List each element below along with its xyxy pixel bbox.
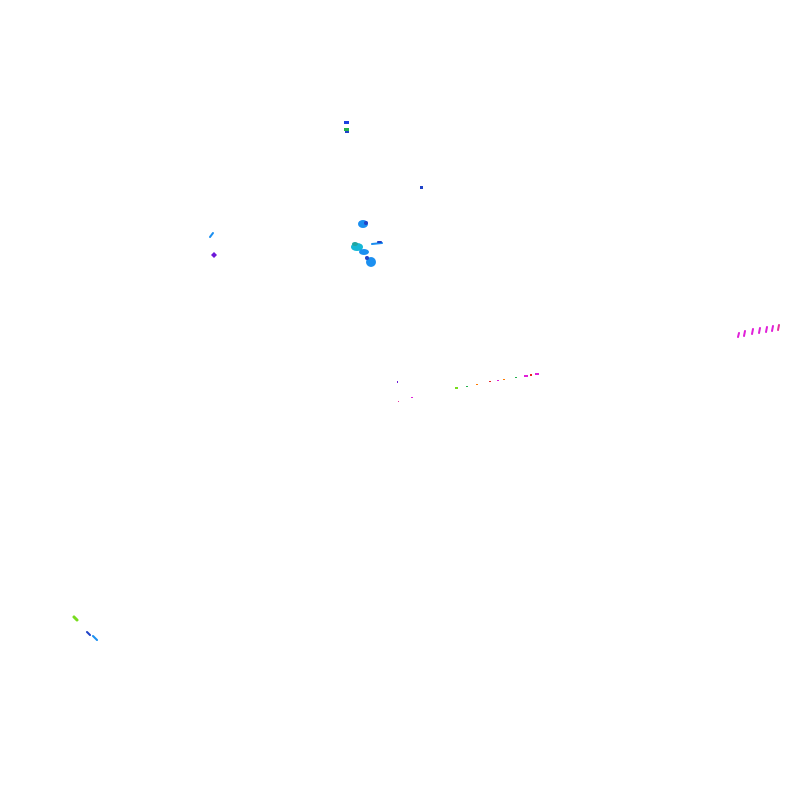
cluster-left-middle-mark-1 xyxy=(209,232,214,238)
magenta-series-right-mark-2 xyxy=(743,330,746,337)
cluster-center-blue-mark-8 xyxy=(371,242,383,245)
magenta-series-right-mark-3 xyxy=(751,328,754,335)
cluster-center-blue-mark-5 xyxy=(366,257,376,267)
magenta-series-right-mark-6 xyxy=(771,325,774,332)
magenta-series-right-mark-4 xyxy=(758,327,761,334)
cluster-center-blue-mark-2 xyxy=(364,221,368,225)
cluster-top-small-mark-1 xyxy=(344,121,349,124)
dotted-trail-center-mark-3 xyxy=(411,397,413,398)
dotted-trail-center-mark-2 xyxy=(398,401,399,402)
dotted-trail-center-mark-4 xyxy=(455,387,458,389)
dotted-trail-center-mark-1 xyxy=(397,381,398,383)
cluster-center-blue-mark-4 xyxy=(359,249,369,255)
cluster-center-blue xyxy=(351,220,383,267)
dotted-trail-center-mark-8 xyxy=(497,380,499,381)
magenta-series-right-mark-1 xyxy=(737,332,740,338)
dotted-trail-center-mark-11 xyxy=(524,375,528,377)
cluster-bottom-left xyxy=(72,615,98,641)
dotted-trail-center-mark-10 xyxy=(515,377,517,378)
cluster-top-small xyxy=(344,121,349,133)
magenta-series-right-mark-7 xyxy=(777,324,780,331)
cluster-left-middle xyxy=(209,232,217,258)
dotted-trail-center-mark-13 xyxy=(535,373,539,375)
dotted-trail-center-mark-9 xyxy=(503,379,505,380)
cluster-left-middle-mark-2 xyxy=(211,252,217,258)
magenta-series-right xyxy=(737,324,780,338)
dotted-trail-center-mark-5 xyxy=(466,386,468,387)
dotted-trail-center-mark-7 xyxy=(489,381,491,382)
dotted-trail-center-mark-12 xyxy=(530,374,532,376)
dotted-trail-center-mark-6 xyxy=(476,384,478,385)
magenta-series-right-mark-5 xyxy=(765,326,768,333)
cluster-bottom-left-mark-3 xyxy=(92,635,98,641)
isolated-point-top-right xyxy=(420,186,423,189)
isolated-point-top-right-mark-1 xyxy=(420,186,423,189)
cluster-top-small-mark-2 xyxy=(344,128,349,131)
cluster-center-blue-mark-6 xyxy=(365,256,369,260)
cluster-top-small-mark-3 xyxy=(345,131,349,133)
dotted-trail-center xyxy=(397,373,539,402)
cluster-bottom-left-mark-2 xyxy=(86,631,91,636)
cluster-bottom-left-mark-1 xyxy=(72,615,79,622)
cluster-center-blue-mark-7 xyxy=(352,242,358,246)
